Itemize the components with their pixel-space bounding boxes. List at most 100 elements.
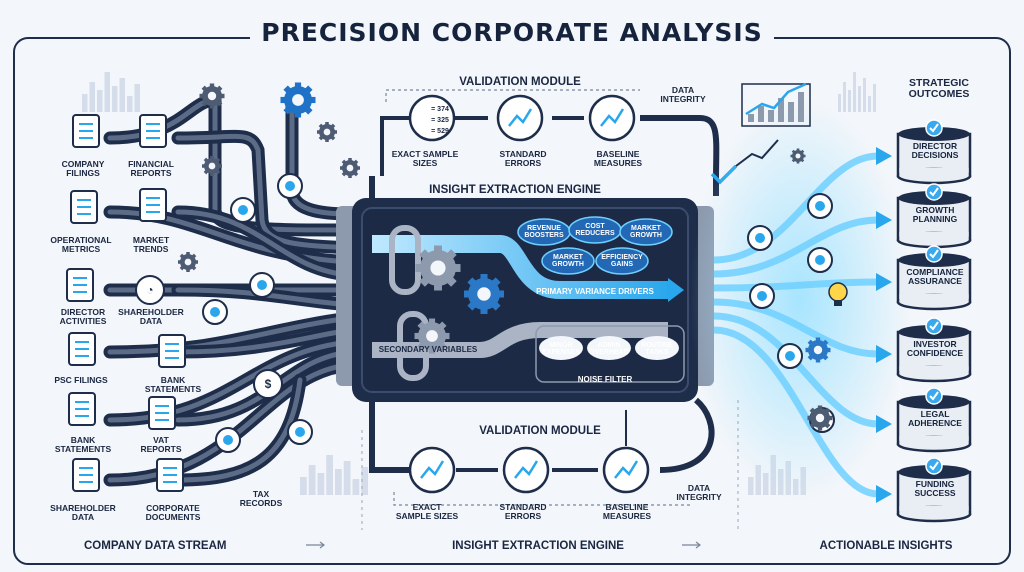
output-stream (713, 326, 879, 498)
input-label-shareholder-data: SHAREHOLDER DATA (118, 307, 184, 326)
output-arrowhead (876, 345, 892, 363)
bulb-glass (828, 282, 848, 302)
outcome-director-decisions: DIRECTOR DECISIONS (911, 141, 959, 160)
pipe-inner (175, 327, 353, 355)
baseline-chart-icon (588, 94, 636, 142)
pipe-inner (107, 315, 353, 355)
outcome-cylinder (896, 457, 972, 523)
pipe-inner (175, 287, 353, 308)
output-arrowhead (876, 211, 892, 229)
gear-icon (178, 252, 198, 272)
node-core (238, 205, 248, 215)
gear-icon (202, 156, 222, 176)
dollar-coin-icon: $ (253, 369, 283, 399)
secondary-variables: SECONDARY VARIABLES (378, 345, 478, 354)
node-core (210, 307, 220, 317)
process-node-icon (749, 283, 775, 309)
bubble-market-growth-b: MARKET GROWTH (552, 254, 584, 269)
footer-insight-extraction-engine: INSIGHT EXTRACTION ENGINE (452, 540, 624, 552)
gear-hole (208, 162, 216, 170)
badge-check (929, 187, 939, 197)
outcome-legal-adherence: LEGAL ADHERENCE (908, 409, 962, 428)
noise-bubble (635, 336, 679, 360)
cylinder-fill (899, 366, 969, 374)
skyline-building (335, 469, 342, 495)
node-core (257, 280, 267, 290)
validation-bottom-step-1: EXACT SAMPLE SIZES (395, 502, 459, 521)
gear-icon (199, 83, 225, 109)
chart-bar (788, 102, 794, 122)
process-node-icon (249, 272, 275, 298)
outcome-cylinder (896, 317, 972, 383)
engine-title: INSIGHT EXTRACTION ENGINE (429, 184, 601, 196)
output-arrowhead (876, 273, 892, 291)
trend-chart-icon (139, 188, 167, 222)
sample-value-2: = 325 (431, 117, 449, 124)
skyline-building (873, 84, 876, 112)
noise-item-admin-overhead: ADMIN OVERHEAD (589, 342, 629, 357)
footer-company-data-stream: COMPANY DATA STREAM (84, 540, 227, 552)
gear-hole (207, 91, 217, 101)
skyline-building (112, 86, 118, 112)
skyline-building (843, 82, 846, 112)
outcome-compliance-assurance: COMPLIANCE ASSURANCE (906, 267, 964, 286)
checkmark-icon (925, 183, 943, 201)
skyline-building (868, 96, 871, 112)
skyline-building (858, 86, 861, 112)
people-icon (72, 458, 100, 492)
error-chart-icon (502, 446, 550, 494)
bank-icon (158, 334, 186, 368)
process-node-icon (215, 427, 241, 453)
insight-bubble (619, 218, 673, 246)
insight-bubble (541, 247, 595, 275)
primary-variance-drivers: PRIMARY VARIANCE DRIVERS (536, 287, 654, 296)
checkmark-icon (925, 119, 943, 137)
skyline-building (326, 455, 333, 495)
node-core (223, 435, 233, 445)
shield-check-icon (925, 245, 943, 263)
node-core (785, 351, 795, 361)
node-core (815, 201, 825, 211)
line-chart-document-icon (70, 190, 98, 224)
trend-arrow-icon (735, 82, 811, 167)
cityscape-icon (82, 72, 140, 112)
input-label-financial-reports: FINANCIAL REPORTS (128, 159, 174, 178)
chart-bar (758, 106, 764, 122)
chart-line (745, 82, 807, 116)
input-label-tax-records: TAX RECORDS (239, 489, 283, 508)
validation-bottom-step-2: STANDARD ERRORS (499, 502, 547, 521)
outcomes-title: STRATEGIC OUTCOMES (908, 77, 970, 101)
validation-bottom-data-integrity: DATA INTEGRITY (676, 483, 722, 502)
gear-hole (346, 164, 354, 172)
output-arrowhead (876, 147, 892, 165)
input-label-vat-reports: VAT REPORTS (140, 435, 182, 454)
input-label-director-activities: DIRECTOR ACTIVITIES (59, 307, 107, 326)
input-label-company-filings: COMPANY FILINGS (61, 159, 105, 178)
outcome-funding-success: FUNDING SUCCESS (914, 479, 956, 498)
validation-top-title: VALIDATION MODULE (459, 76, 581, 88)
pipe-inner (175, 377, 303, 483)
validation-top-step-1: EXACT SAMPLE SIZES (391, 149, 459, 168)
step-ring (408, 94, 456, 142)
validation-top-step-2: STANDARD ERRORS (499, 149, 547, 168)
skyline-building (853, 72, 856, 112)
outcome-cylinder (896, 387, 972, 453)
skyline-building (308, 465, 316, 495)
cylinder-fill (899, 294, 969, 302)
bubble-cost-reducers: COST REDUCERS (575, 223, 615, 238)
cylinder-fill (899, 232, 969, 240)
gear-hole (430, 260, 446, 276)
icon-badge (253, 369, 283, 399)
icon-glyph: ◔ (146, 283, 153, 297)
sample-list-icon (408, 94, 456, 142)
input-label-psc-filings: PSC FILINGS (54, 375, 108, 385)
outcome-cylinder (896, 245, 972, 311)
skyline-building (134, 84, 140, 112)
step-trend-line (420, 460, 445, 479)
noise-item-minor-expenses: MINOR EXPENSES (542, 342, 580, 357)
baseline-chart-icon (602, 446, 650, 494)
skyline-building (119, 78, 125, 112)
error-chart-icon (496, 94, 544, 142)
process-node-icon (230, 197, 256, 223)
process-node-icon (277, 173, 303, 199)
